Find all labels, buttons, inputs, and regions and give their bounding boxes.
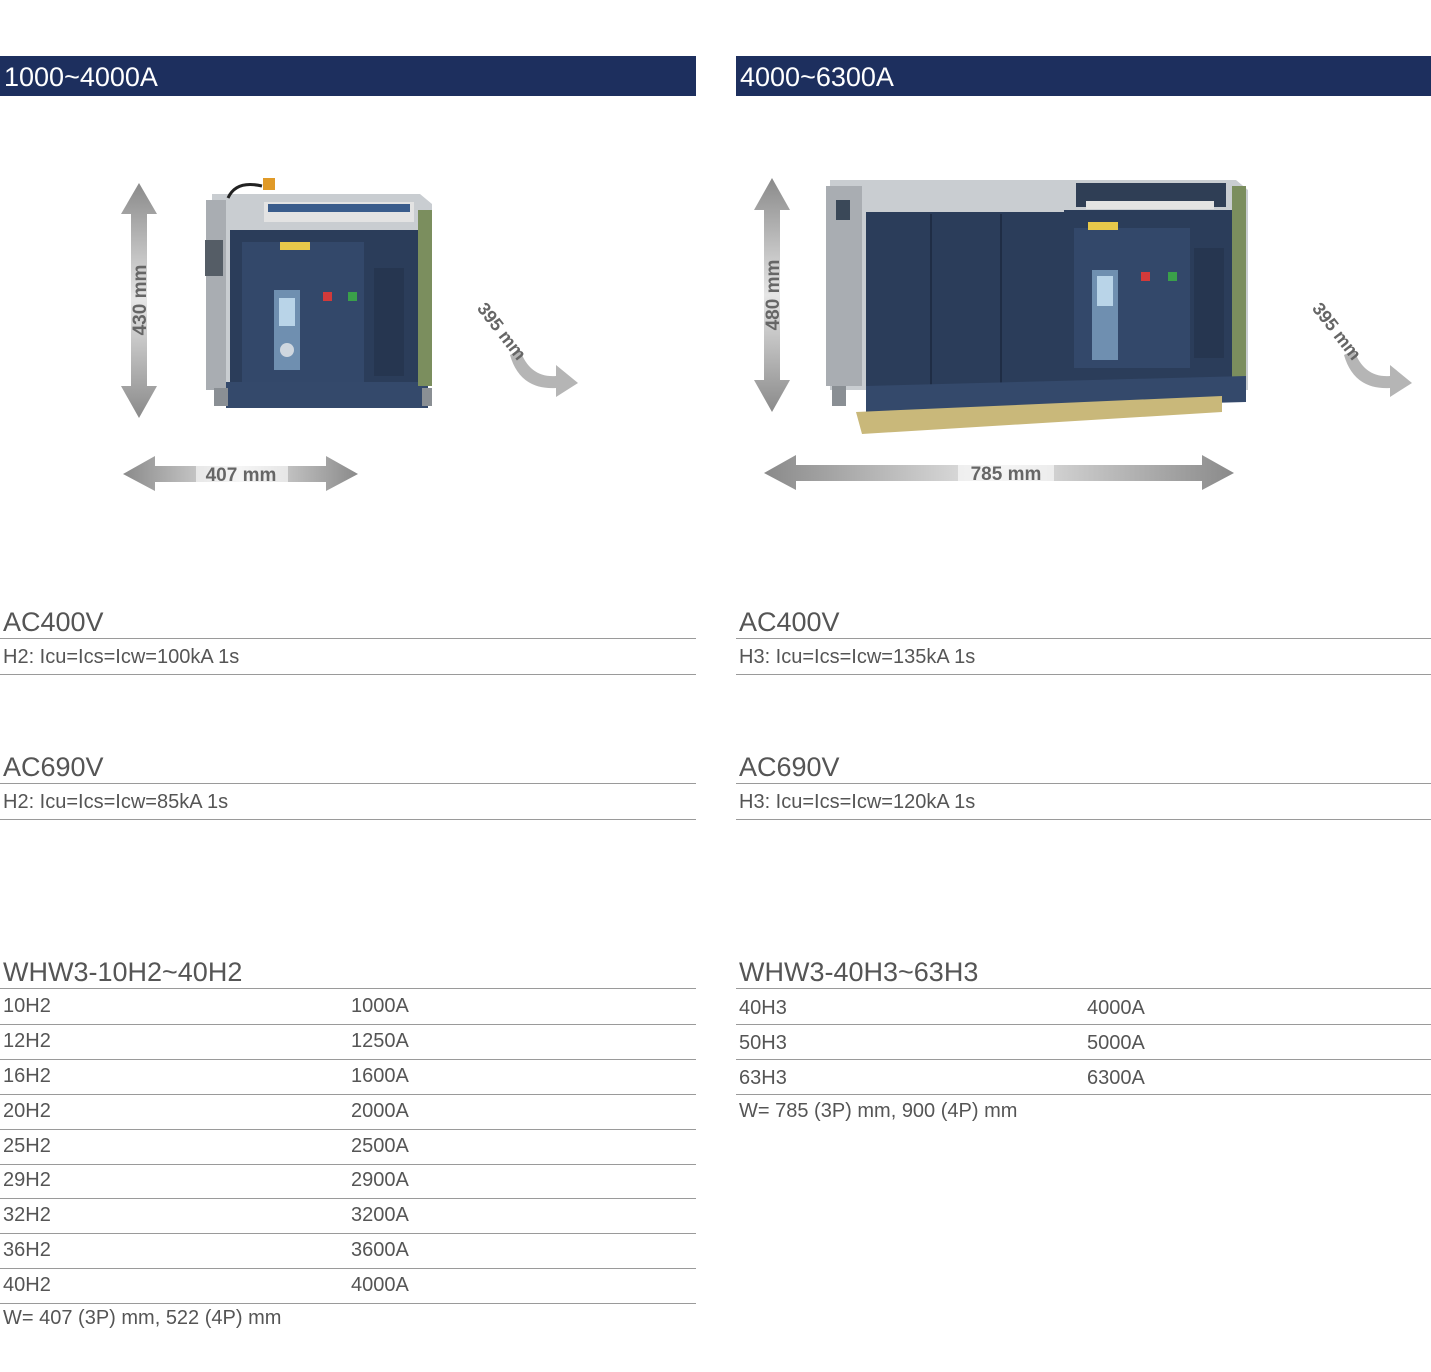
table-row: 10H2 1000A <box>0 990 696 1025</box>
right-width-note: W= 785 (3P) mm, 900 (4P) mm <box>739 1100 1018 1122</box>
depth-dimension-label: 395 mm <box>473 299 530 364</box>
left-breaker-figure: 430 mm 407 mm 395 mm <box>0 150 696 530</box>
breaker-illustration <box>826 180 1248 434</box>
model-cell: 10H2 <box>3 995 51 1017</box>
left-ac690-rating: H2: Icu=Ics=Icw=85kA 1s <box>0 785 696 820</box>
height-arrow-icon <box>754 178 790 412</box>
model-cell: 12H2 <box>3 1030 51 1052</box>
table-row: 25H2 2500A <box>0 1130 696 1165</box>
model-cell: 40H3 <box>739 997 787 1019</box>
left-header: 1000~4000A <box>0 56 696 96</box>
left-ac690-title: AC690V <box>0 750 696 784</box>
right-column: 4000~6300A 480 mm 785 mm <box>736 0 1431 1372</box>
width-dimension-label: 785 mm <box>971 464 1042 485</box>
height-dimension-label: 480 mm <box>763 260 784 331</box>
current-cell: 5000A <box>1087 1032 1145 1054</box>
right-header: 4000~6300A <box>736 56 1431 96</box>
table-row: 29H2 2900A <box>0 1164 696 1199</box>
current-cell: 1600A <box>351 1065 409 1087</box>
current-cell: 2500A <box>351 1135 409 1157</box>
depth-arrow-icon <box>510 350 578 397</box>
current-cell: 1000A <box>351 995 409 1017</box>
left-ac400-rating: H2: Icu=Ics=Icw=100kA 1s <box>0 640 696 675</box>
left-width-note: W= 407 (3P) mm, 522 (4P) mm <box>3 1307 282 1329</box>
table-row: 36H2 3600A <box>0 1234 696 1269</box>
current-cell: 2000A <box>351 1100 409 1122</box>
breaker-illustration <box>205 178 432 408</box>
table-row: 63H3 6300A <box>736 1060 1431 1095</box>
left-column: 1000~4000A 430 mm 407 mm <box>0 0 696 1372</box>
current-cell: 2900A <box>351 1169 409 1191</box>
table-row: 32H2 3200A <box>0 1199 696 1234</box>
current-cell: 6300A <box>1087 1067 1145 1089</box>
table-row: 40H3 4000A <box>736 990 1431 1025</box>
right-ac400-rating: H3: Icu=Ics=Icw=135kA 1s <box>736 640 1431 675</box>
current-cell: 4000A <box>351 1274 409 1296</box>
table-row: 50H3 5000A <box>736 1025 1431 1060</box>
right-models-title: WHW3-40H3~63H3 <box>736 955 1431 989</box>
model-cell: 63H3 <box>739 1067 787 1089</box>
left-ac400-title: AC400V <box>0 605 696 639</box>
right-breaker-figure: 480 mm 785 mm 395 mm <box>736 150 1431 530</box>
right-ac690-rating: H3: Icu=Ics=Icw=120kA 1s <box>736 785 1431 820</box>
model-cell: 25H2 <box>3 1135 51 1157</box>
model-cell: 32H2 <box>3 1204 51 1226</box>
table-row: 40H2 4000A <box>0 1269 696 1304</box>
table-row: 16H2 1600A <box>0 1060 696 1095</box>
model-cell: 36H2 <box>3 1239 51 1261</box>
model-cell: 20H2 <box>3 1100 51 1122</box>
model-cell: 16H2 <box>3 1065 51 1087</box>
right-ac400-title: AC400V <box>736 605 1431 639</box>
model-cell: 40H2 <box>3 1274 51 1296</box>
table-row: 12H2 1250A <box>0 1025 696 1060</box>
depth-arrow-icon <box>1344 350 1412 397</box>
depth-dimension-label: 395 mm <box>1308 299 1365 364</box>
current-cell: 4000A <box>1087 997 1145 1019</box>
current-cell: 1250A <box>351 1030 409 1052</box>
height-dimension-label: 430 mm <box>130 265 151 336</box>
current-cell: 3600A <box>351 1239 409 1261</box>
model-cell: 29H2 <box>3 1169 51 1191</box>
right-ac690-title: AC690V <box>736 750 1431 784</box>
height-arrow-icon <box>121 183 157 418</box>
width-dimension-label: 407 mm <box>206 465 277 486</box>
table-row: 20H2 2000A <box>0 1095 696 1130</box>
current-cell: 3200A <box>351 1204 409 1226</box>
model-cell: 50H3 <box>739 1032 787 1054</box>
left-models-title: WHW3-10H2~40H2 <box>0 955 696 989</box>
